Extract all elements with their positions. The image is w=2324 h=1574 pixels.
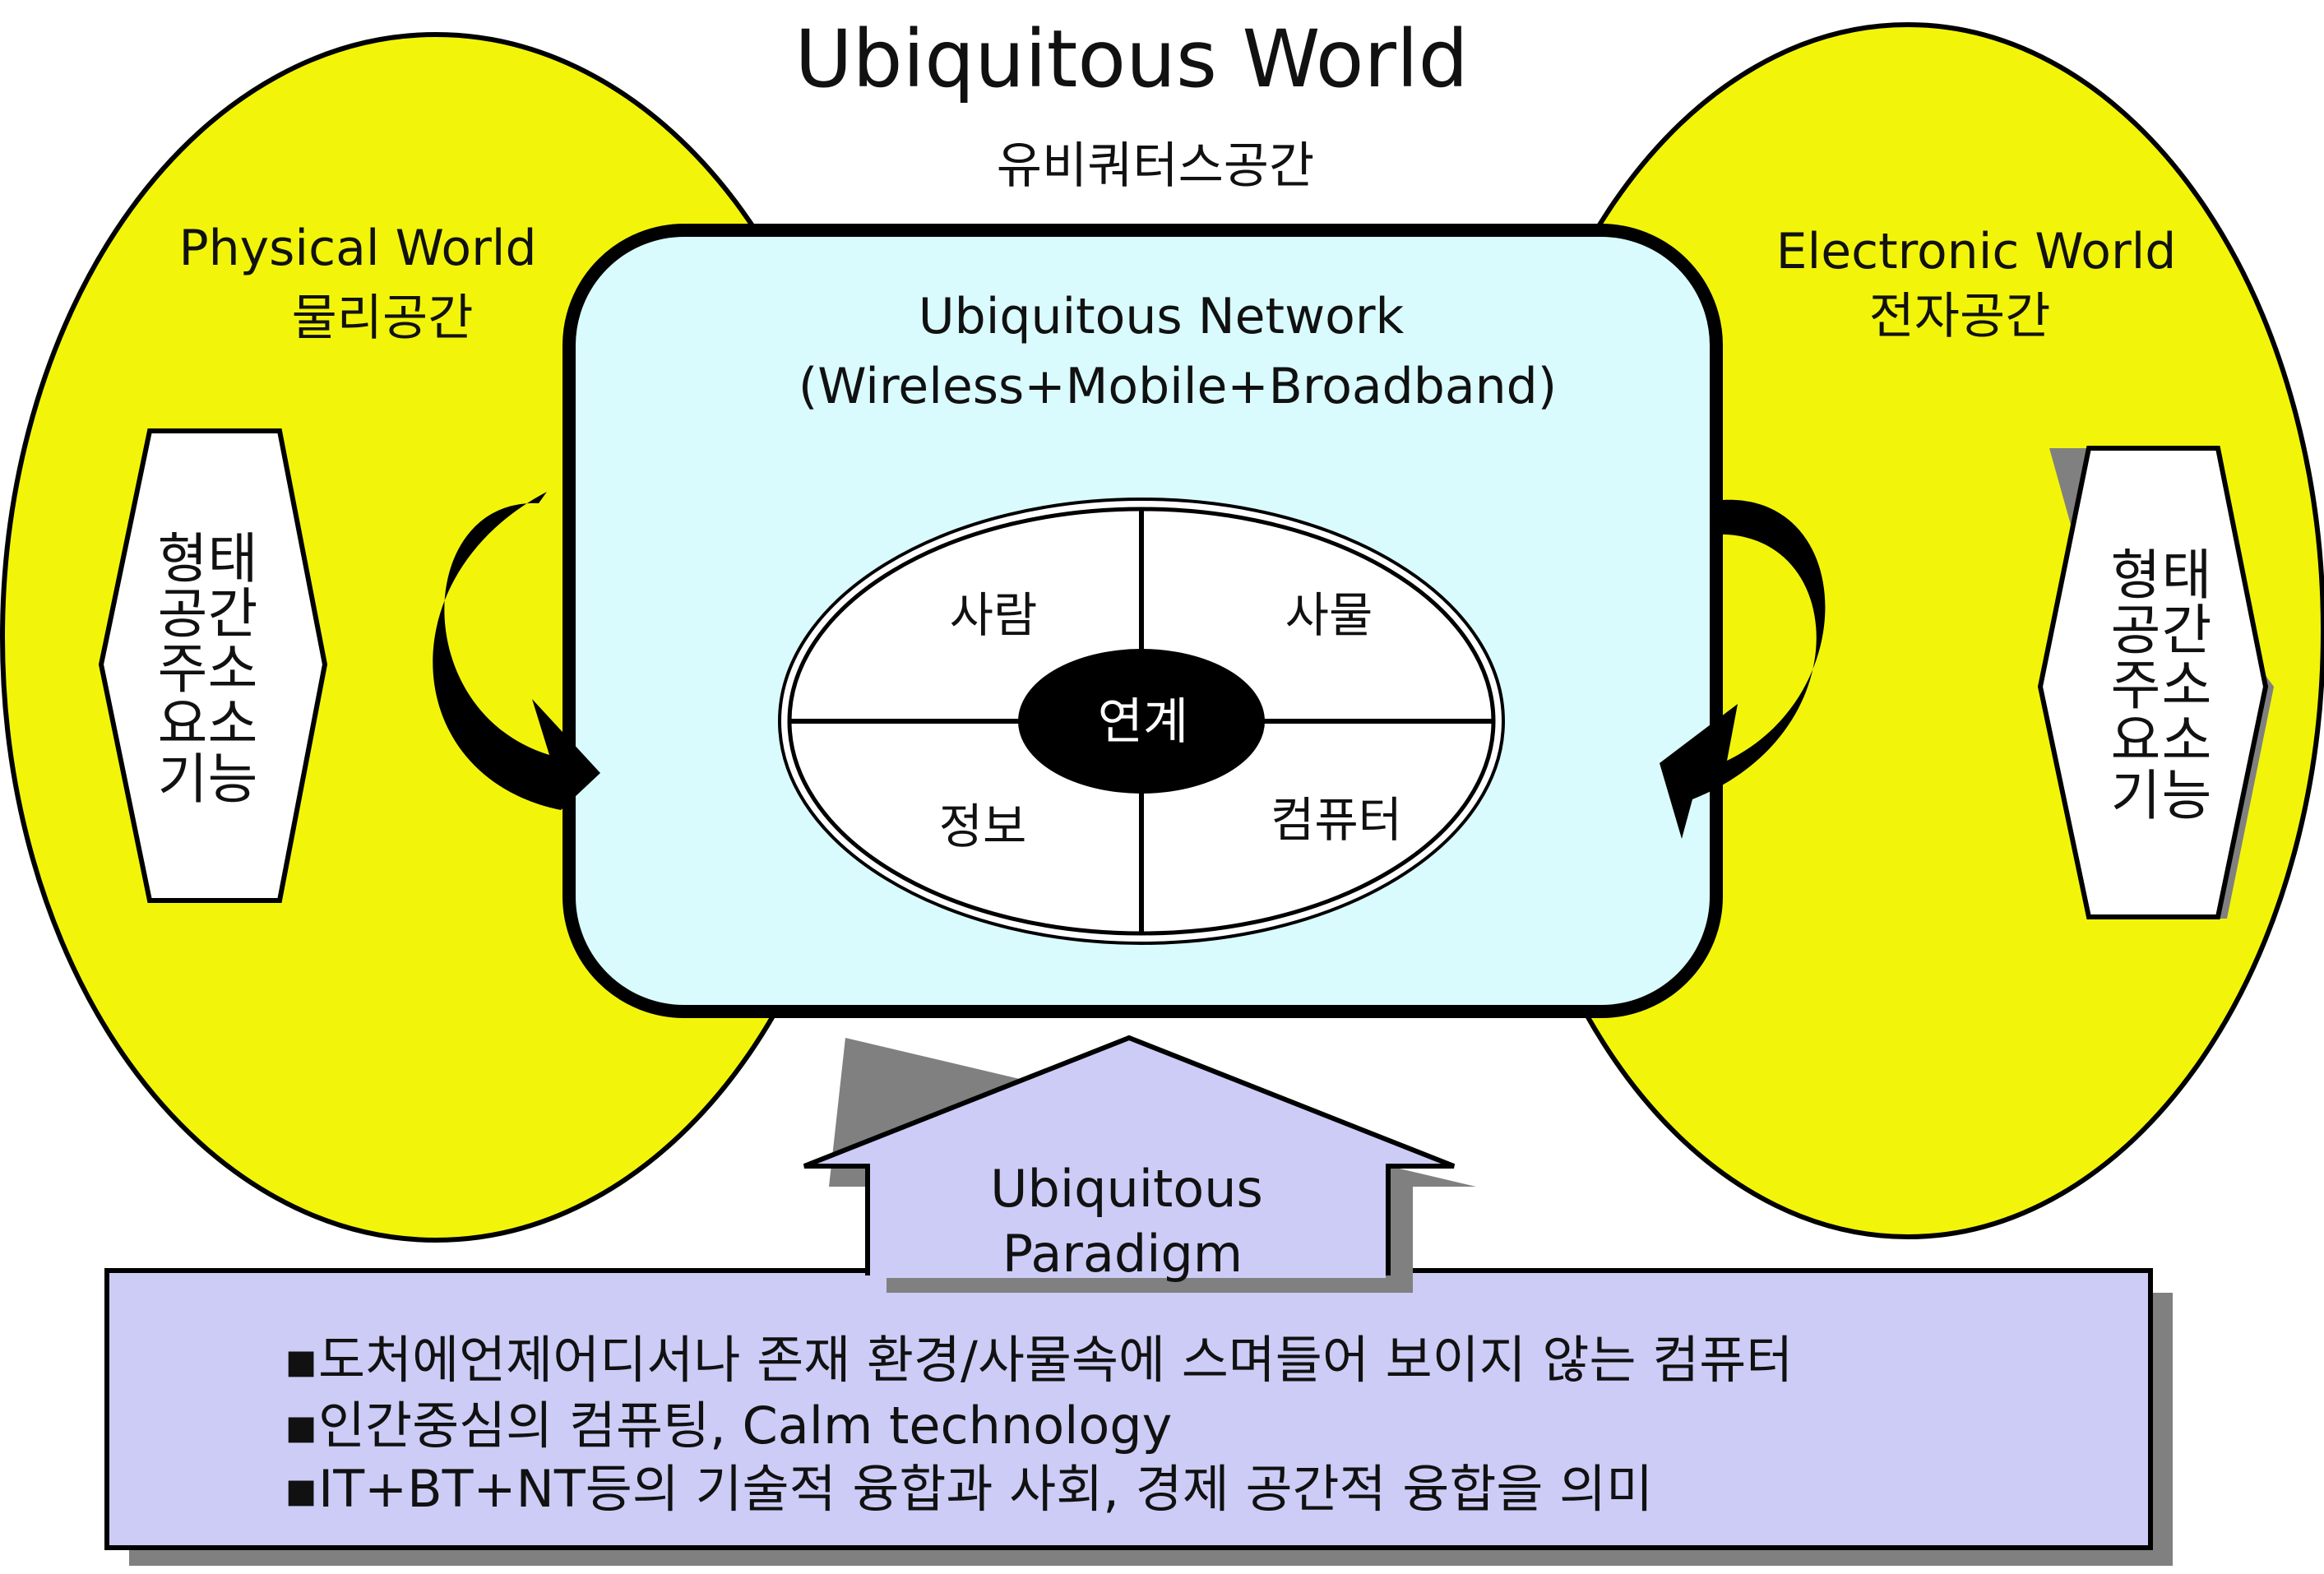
center-ellipse bbox=[1018, 649, 1265, 794]
paradigm-line-1: Ubiquitous bbox=[990, 1159, 1263, 1219]
paradigm-line-2: Paradigm bbox=[1002, 1224, 1243, 1284]
electronic-char: 간 bbox=[2162, 599, 2212, 662]
electronic-char: 기 bbox=[2111, 764, 2161, 827]
electronic-char: 공 bbox=[2111, 599, 2161, 662]
network-subtitle: (Wireless+Mobile+Broadband) bbox=[799, 358, 1557, 415]
electronic-world-subtitle: 전자공간 bbox=[1869, 288, 2051, 345]
right-curved-arrow bbox=[1660, 499, 1826, 839]
electronic-world-title: Electronic World bbox=[1776, 223, 2177, 280]
physical-world-subtitle: 물리공간 bbox=[292, 289, 474, 347]
left-curved-arrow bbox=[433, 492, 600, 810]
physical-char: 소 bbox=[208, 692, 258, 756]
quadrant-computer: 컴퓨터 bbox=[1271, 792, 1402, 848]
physical-char: 능 bbox=[208, 748, 258, 811]
quadrant-information: 정보 bbox=[939, 799, 1027, 854]
quadrant-things: 사물 bbox=[1285, 587, 1373, 643]
physical-world-title: Physical World bbox=[178, 220, 536, 277]
physical-char: 공 bbox=[158, 582, 208, 646]
connection-oval bbox=[778, 498, 1505, 945]
diagram-title: Ubiquitous World bbox=[794, 13, 1468, 105]
electronic-char: 태 bbox=[2162, 544, 2212, 607]
diagram-subtitle: 유비쿼터스공간 bbox=[997, 137, 1314, 195]
electronic-char: 소 bbox=[2162, 654, 2212, 717]
bullet-item: ▪인간중심의 컴퓨팅, Calm technology bbox=[284, 1396, 1172, 1456]
physical-char: 태 bbox=[208, 527, 258, 590]
physical-char: 주 bbox=[158, 637, 208, 701]
quadrant-people: 사람 bbox=[950, 587, 1038, 643]
physical-char: 소 bbox=[208, 637, 258, 701]
bullet-item: ▪IT+BT+NT등의 기술적 융합과 사회, 경제 공간적 융합을 의미 bbox=[284, 1459, 1653, 1519]
electronic-char: 능 bbox=[2162, 764, 2212, 827]
paradigm-box bbox=[104, 1268, 2153, 1550]
center-label: 연계 bbox=[1098, 693, 1188, 751]
physical-char: 기 bbox=[158, 748, 208, 811]
electronic-char: 요 bbox=[2111, 709, 2161, 772]
network-title: Ubiquitous Network bbox=[919, 288, 1405, 345]
electronic-char: 소 bbox=[2162, 709, 2212, 772]
electronic-char: 형 bbox=[2111, 544, 2161, 607]
physical-char: 요 bbox=[158, 692, 208, 756]
physical-char: 형 bbox=[158, 527, 208, 590]
electronic-char: 주 bbox=[2111, 654, 2161, 717]
physical-char: 간 bbox=[208, 582, 258, 646]
bullet-item: ▪도처에언제어디서나 존재 환경/사물속에 스며들어 보이지 않는 컴퓨터 bbox=[284, 1330, 1793, 1390]
